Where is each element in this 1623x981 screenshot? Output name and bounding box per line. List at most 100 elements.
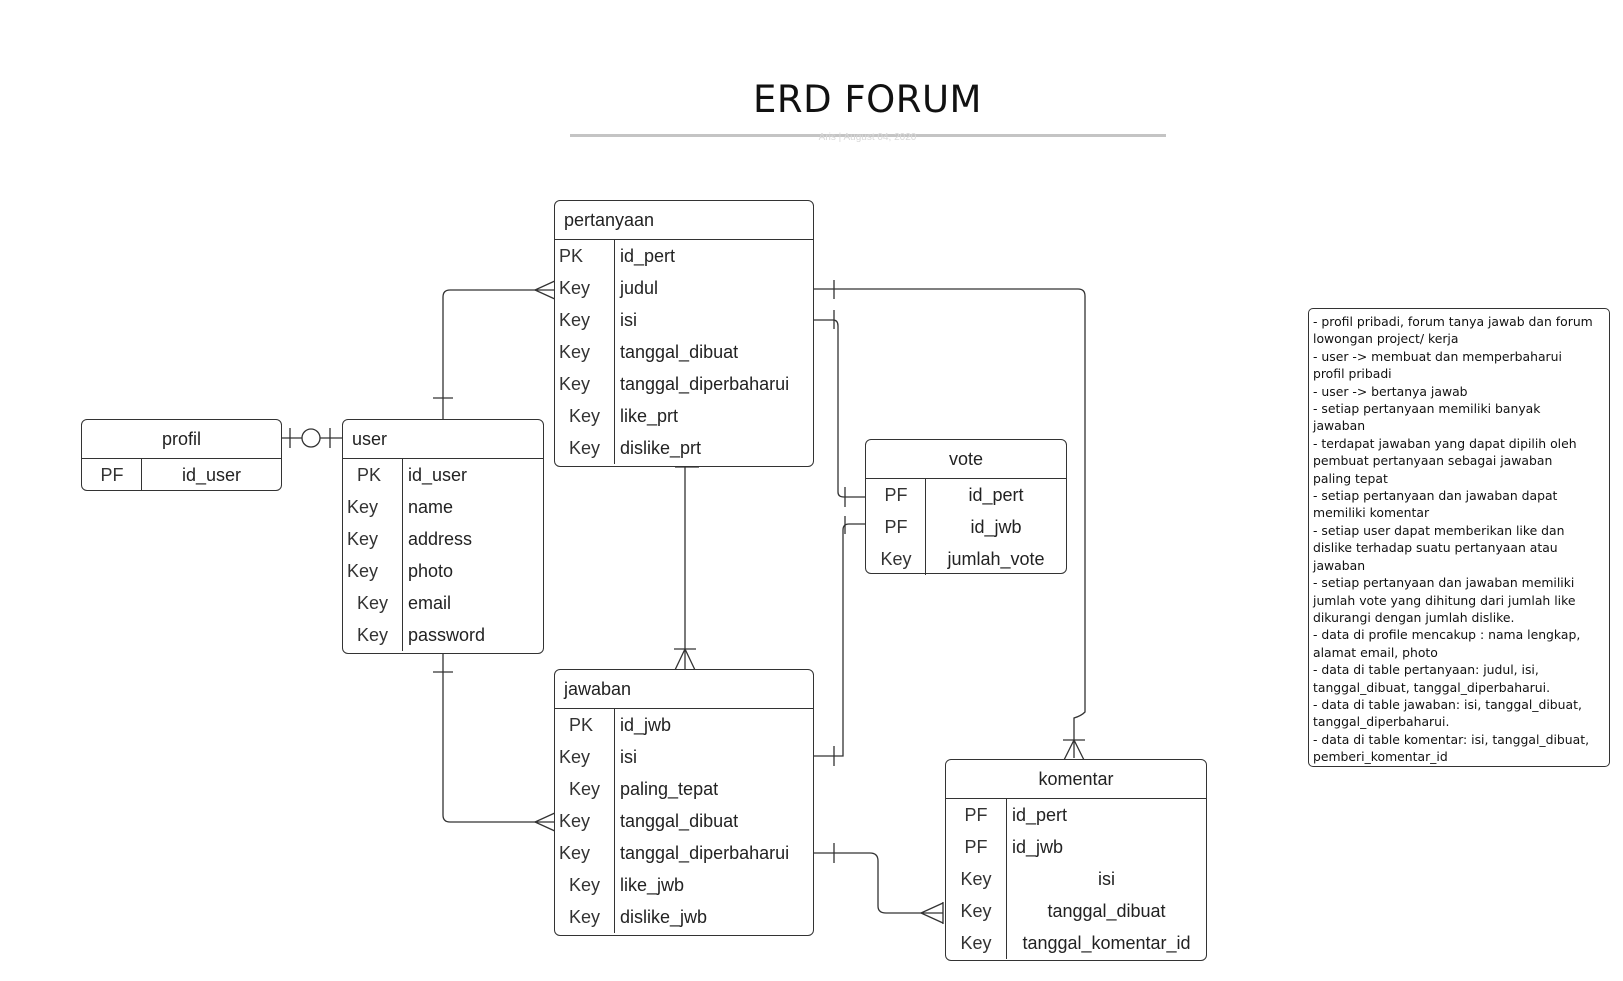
field-row: Key like_prt — [555, 400, 813, 432]
notes-box[interactable]: - profil pribadi, forum tanya jawab dan … — [1308, 308, 1610, 767]
field-label: dislike_prt — [620, 438, 702, 458]
field-row: Key tanggal_dibuat — [946, 895, 1206, 927]
field-row: Key dislike_prt — [555, 432, 813, 464]
rel-jawaban-komentar-crowfoot — [919, 902, 944, 924]
rel-profil-user-circle — [301, 428, 321, 448]
field-row: Key judul — [555, 272, 813, 304]
note-line: jawaban — [1313, 418, 1366, 434]
note-line: - setiap user dapat memberikan like dan — [1313, 522, 1565, 538]
note-line: - terdapat jawaban yang dapat dipilih ol… — [1313, 435, 1577, 451]
note-line: - setiap pertanyaan dan jawaban dapat — [1313, 488, 1558, 504]
field-label: jumlah_vote — [947, 549, 1045, 569]
key-label: Key — [357, 625, 389, 645]
field-row: Key tanggal_komentar_id — [946, 927, 1206, 959]
field-label: tanggal_dibuat — [1047, 901, 1166, 921]
key-label: PK — [569, 715, 594, 735]
entity-user-title: user — [343, 420, 543, 459]
field-row: PK id_user — [343, 459, 543, 491]
field-label: id_user — [408, 465, 468, 485]
field-label: judul — [620, 278, 659, 298]
note-line: - data di table komentar: isi, tanggal_d… — [1313, 731, 1590, 747]
key-label: PF — [964, 837, 988, 857]
entity-komentar-title: komentar — [946, 760, 1206, 799]
key-label: PK — [357, 465, 382, 485]
entity-profil-title: profil — [82, 420, 281, 459]
field-label: photo — [408, 561, 454, 581]
field-label: isi — [620, 310, 637, 330]
key-label: Key — [559, 811, 591, 831]
note-line: memiliki komentar — [1313, 505, 1430, 521]
key-label: Key — [960, 901, 992, 921]
note-line: dikurangi dengan jumlah dislike. — [1313, 609, 1515, 625]
key-label: PF — [884, 517, 908, 537]
key-label: Key — [960, 869, 992, 889]
key-label: Key — [569, 406, 601, 426]
key-label: Key — [559, 278, 591, 298]
note-line: alamat email, photo — [1313, 644, 1438, 660]
field-row: Key like_jwb — [555, 869, 813, 901]
note-line: - user -> membuat dan memperbaharui — [1313, 348, 1562, 364]
field-label: paling_tepat — [620, 779, 719, 799]
key-label: Key — [559, 747, 591, 767]
key-label: Key — [569, 438, 601, 458]
field-label: tanggal_komentar_id — [1022, 933, 1191, 953]
key-label: Key — [960, 933, 992, 953]
key-label: Key — [880, 549, 912, 569]
key-label: Key — [347, 561, 379, 581]
field-row: PF id_pert — [946, 799, 1206, 831]
note-line: - data di table jawaban: isi, tanggal_di… — [1313, 696, 1582, 712]
field-label: like_jwb — [620, 875, 685, 895]
note-line: tanggal_diperbaharui. — [1313, 714, 1450, 730]
rel-user-jawaban-line — [442, 654, 557, 823]
field-label: id_pert — [1012, 805, 1068, 825]
rel-user-pertanyaan-line — [442, 289, 557, 419]
field-row: Key isi — [555, 304, 813, 336]
key-label: Key — [357, 593, 389, 613]
field-label: id_pert — [620, 246, 676, 266]
key-label: Key — [559, 342, 591, 362]
rel-jawaban-vote-line — [814, 523, 865, 757]
field-label: email — [408, 593, 452, 613]
field-row: Key email — [343, 587, 543, 619]
note-line: - user -> bertanya jawab — [1313, 383, 1468, 399]
field-label: like_prt — [620, 406, 679, 426]
key-label: PK — [559, 246, 584, 266]
key-label: Key — [559, 310, 591, 330]
note-line: paling tepat — [1313, 470, 1388, 486]
rel-jawaban-komentar-line — [814, 852, 943, 914]
rel-pertanyaan-vote-line — [814, 319, 865, 498]
diagram-byline: Aris | August 04, 2020 — [818, 132, 917, 143]
field-row: Key isi — [946, 863, 1206, 895]
note-line: jawaban — [1313, 557, 1366, 573]
note-line: jumlah vote yang dihitung dari jumlah li… — [1313, 592, 1576, 608]
title-divider — [570, 134, 1166, 137]
field-label: id_jwb — [620, 715, 672, 735]
field-label: isi — [1098, 869, 1115, 889]
key-label: Key — [569, 779, 601, 799]
rel-user-jawaban-crowfoot — [533, 811, 558, 833]
note-line: pembuat pertanyaan sebagai jawaban — [1313, 453, 1553, 469]
key-label: PF — [964, 805, 988, 825]
field-row: Key photo — [343, 555, 543, 587]
note-line: profil pribadi — [1313, 366, 1392, 382]
key-label: Key — [569, 875, 601, 895]
